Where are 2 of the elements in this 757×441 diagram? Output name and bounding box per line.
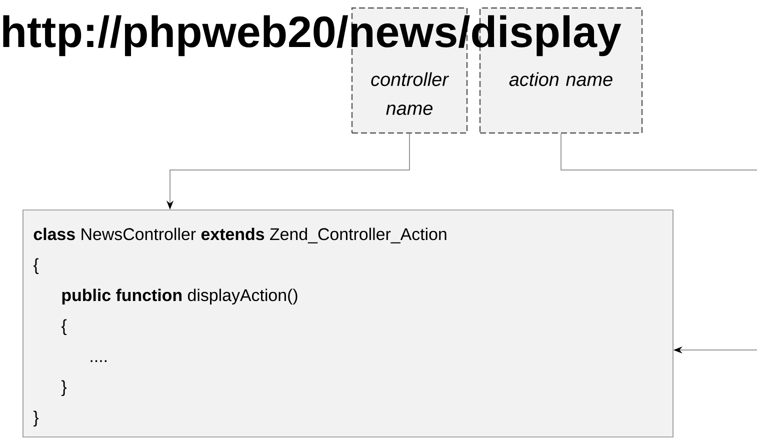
arrow	[560, 133, 757, 354]
code-box: class NewsController extends Zend_Controller_Action { public function displayAction() { .... } }	[22, 210, 674, 438]
